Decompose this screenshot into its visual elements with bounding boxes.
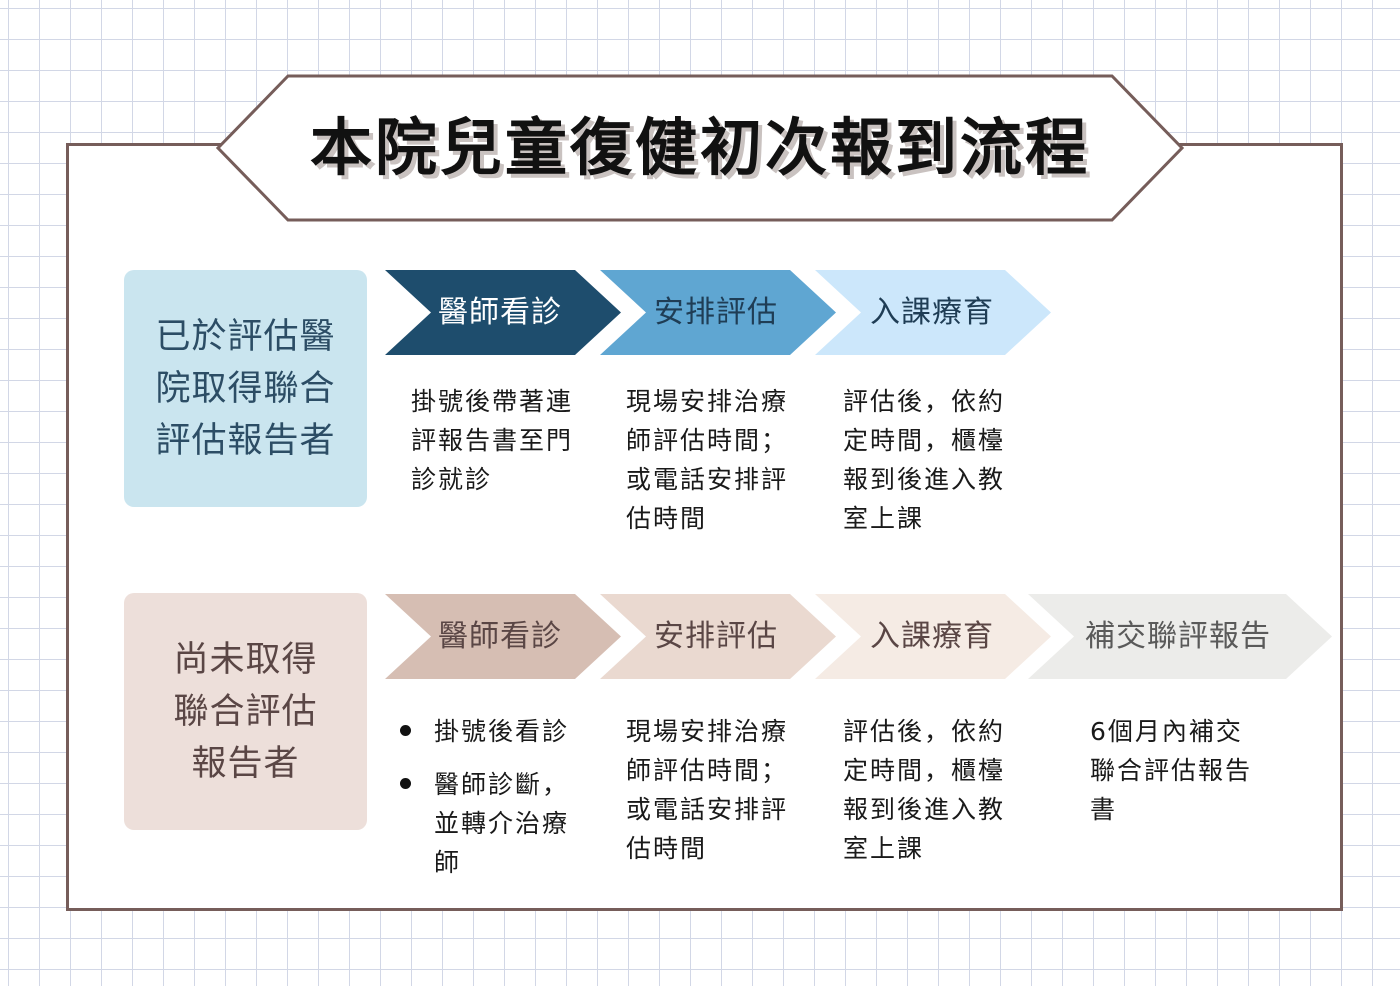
step-chevron-row2-submit-report: 補交聯評報告	[1028, 594, 1332, 679]
step-label: 醫師看診	[438, 619, 562, 654]
step-chevron-row2-doctor-visit: 醫師看診	[385, 594, 621, 679]
step-label: 入課療育	[870, 295, 994, 330]
bullet-text: 掛號後看診	[434, 717, 570, 746]
step-chevron-row1-doctor-visit: 醫師看診	[385, 270, 621, 355]
step-label: 補交聯評報告	[1085, 619, 1271, 654]
category-line: 報告者	[191, 743, 300, 784]
title-banner: 本院兒童復健初次報到流程	[216, 74, 1184, 222]
list-item: 掛號後看診	[398, 712, 598, 751]
step-chevron-row1-start-therapy: 入課療育	[815, 270, 1051, 355]
list-item: 醫師診斷，並轉介治療師	[398, 765, 584, 882]
category-line: 尚未取得	[173, 639, 318, 680]
category-box-has-report: 已於評估醫 院取得聯合 評估報告者	[124, 270, 367, 507]
step-label: 醫師看診	[438, 295, 562, 330]
step-label: 安排評估	[654, 619, 778, 654]
category-line: 評估報告者	[155, 420, 336, 461]
category-line: 聯合評估	[173, 691, 318, 732]
step-description: 現場安排治療師評估時間；或電話安排評估時間	[626, 717, 789, 863]
step-bullet-list: 掛號後看診 醫師診斷，並轉介治療師	[398, 712, 598, 896]
step-description: 現場安排治療師評估時間；或電話安排評估時間	[626, 387, 789, 533]
page-title: 本院兒童復健初次報到流程	[309, 111, 1090, 184]
step-label: 安排評估	[654, 295, 778, 330]
category-line: 已於評估醫	[155, 316, 336, 357]
step-chevron-row1-arrange-evaluation: 安排評估	[600, 270, 836, 355]
category-line: 院取得聯合	[155, 368, 336, 409]
bullet-text: 醫師診斷，並轉介治療師	[434, 770, 570, 877]
step-description: 評估後，依約定時間，櫃檯報到後進入教室上課	[843, 387, 1006, 533]
bullet-dot-icon	[400, 725, 411, 736]
step-chevron-row2-start-therapy: 入課療育	[815, 594, 1051, 679]
step-description: 評估後，依約定時間，櫃檯報到後進入教室上課	[843, 717, 1006, 863]
step-chevron-row2-arrange-evaluation: 安排評估	[600, 594, 836, 679]
step-description: 掛號後帶著連評報告書至門診就診	[411, 387, 574, 494]
step-description: 6個月內補交聯合評估報告書	[1090, 717, 1253, 824]
category-box-no-report: 尚未取得 聯合評估 報告者	[124, 593, 367, 830]
step-label: 入課療育	[870, 619, 994, 654]
bullet-dot-icon	[400, 778, 411, 789]
